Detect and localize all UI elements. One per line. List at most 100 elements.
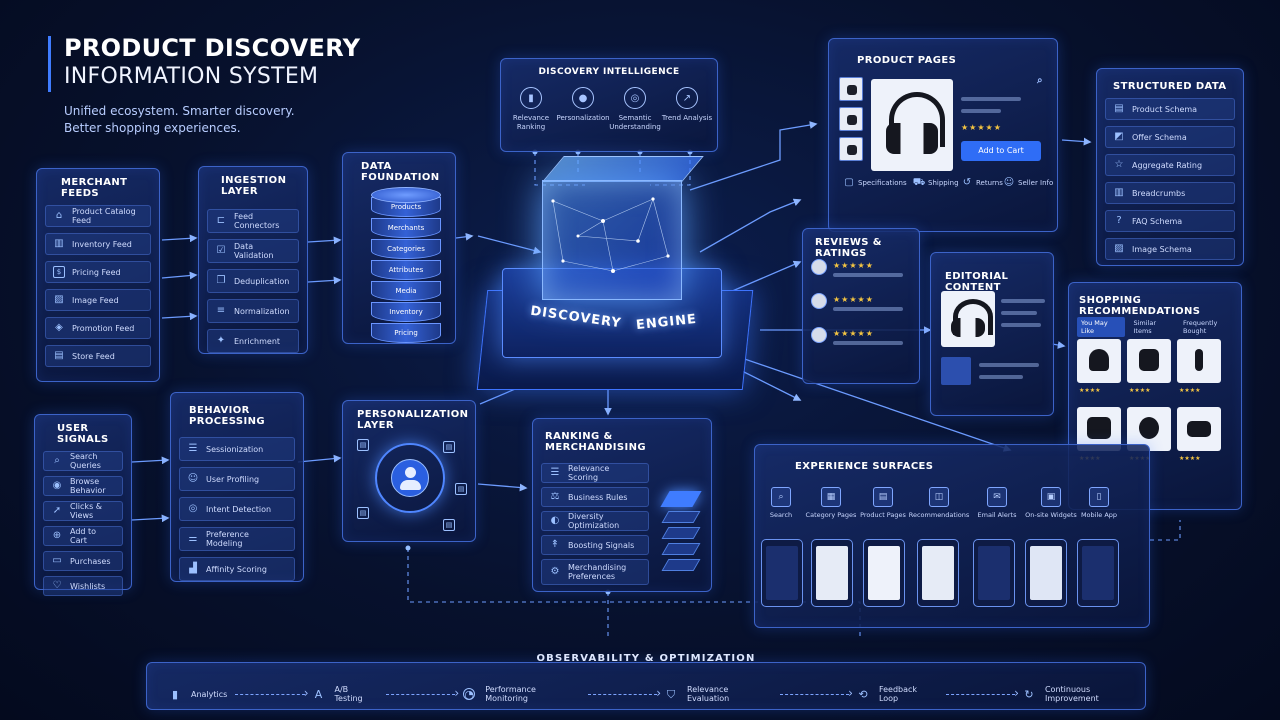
- behavior-item[interactable]: ⚌Preference Modeling: [179, 527, 295, 551]
- avatar-body: [400, 480, 421, 490]
- device-preview: [1025, 539, 1067, 607]
- behavior-item[interactable]: ◎Intent Detection: [179, 497, 295, 521]
- rec-product-tile[interactable]: [1127, 339, 1171, 383]
- cursor-icon: ➚: [52, 505, 62, 516]
- rec-product-tile[interactable]: [1177, 339, 1221, 383]
- ingestion-item[interactable]: ❐Deduplication: [207, 269, 299, 293]
- barcode-icon: ▥: [54, 238, 64, 249]
- ranking-item[interactable]: ☰Relevance Scoring: [541, 463, 649, 483]
- mail-icon: ✉: [987, 487, 1007, 507]
- product-thumbnail[interactable]: [839, 107, 863, 131]
- mobile-icon: ▯: [1089, 487, 1109, 507]
- ingestion-item[interactable]: ☑Data Validation: [207, 239, 299, 263]
- truck-icon: ⛟: [912, 177, 926, 188]
- experience-surfaces-title: EXPERIENCE SURFACES: [795, 461, 934, 472]
- search-icon: ⌕: [54, 455, 60, 466]
- person-icon: ☺: [1003, 177, 1015, 188]
- intel-relevance-ranking[interactable]: ▮Relevance Ranking: [505, 87, 557, 132]
- rec-product-tile[interactable]: [1127, 407, 1171, 451]
- signal-item[interactable]: ⌕Search Queries: [43, 451, 123, 471]
- ingestion-item[interactable]: ≡Normalization: [207, 299, 299, 323]
- ranking-stack-graphic: [660, 491, 705, 577]
- search-icon[interactable]: ⌕: [1037, 75, 1043, 86]
- schema-item[interactable]: ▨Image Schema: [1105, 238, 1235, 260]
- add-to-cart-button[interactable]: Add to Cart: [961, 141, 1041, 161]
- rating-icon: ☆: [1114, 159, 1124, 170]
- intel-trend-analysis[interactable]: ↗Trend Analysis: [661, 87, 713, 132]
- ranking-item[interactable]: ◐Diversity Optimization: [541, 511, 649, 531]
- schema-item[interactable]: ◩Offer Schema: [1105, 126, 1235, 148]
- feed-item[interactable]: ◈Promotion Feed: [45, 317, 151, 339]
- ranking-item[interactable]: ⚙Merchandising Preferences: [541, 559, 649, 585]
- ingestion-item[interactable]: ✦Enrichment: [207, 329, 299, 353]
- ranking-merchandising-title: RANKING & MERCHANDISING: [545, 431, 647, 453]
- flow-arrow: [779, 686, 853, 704]
- earbuds-icon: [1195, 349, 1203, 371]
- schema-item[interactable]: ▥Breadcrumbs: [1105, 182, 1235, 204]
- surface-mobile-app[interactable]: ▯Mobile App: [1073, 487, 1125, 519]
- engine-cube: [542, 180, 682, 300]
- db-segment: Inventory: [371, 302, 441, 322]
- schema-icon: ▤: [1114, 103, 1124, 114]
- surface-email-alerts[interactable]: ✉Email Alerts: [971, 487, 1023, 519]
- intel-personalization[interactable]: ●Personalization: [556, 87, 610, 132]
- text-placeholder: [1001, 311, 1037, 315]
- feed-item[interactable]: ▨Image Feed: [45, 289, 151, 311]
- ranking-item[interactable]: ↟Boosting Signals: [541, 535, 649, 555]
- merchant-feeds-title: MERCHANT FEEDS: [61, 177, 128, 199]
- device-screen: [922, 546, 954, 600]
- tab-frequently-bought[interactable]: Frequently Bought: [1182, 319, 1218, 335]
- schema-item[interactable]: ☆Aggregate Rating: [1105, 154, 1235, 176]
- user-signals-panel: USER SIGNALS ⌕Search Queries ◉Browse Beh…: [34, 414, 132, 596]
- signal-item[interactable]: ⊕Add to Cart: [43, 526, 123, 546]
- product-thumbnail[interactable]: [839, 137, 863, 161]
- behavior-processing-title: BEHAVIOR PROCESSING: [189, 405, 265, 427]
- tab-specifications[interactable]: ▢Specifications: [844, 177, 907, 188]
- stack-layer: [660, 491, 702, 507]
- tab-shipping[interactable]: ⛟Shipping: [912, 177, 959, 188]
- surface-category-pages[interactable]: ▦Category Pages: [805, 487, 857, 519]
- editorial-thumbnail: [941, 357, 971, 385]
- schema-item[interactable]: ?FAQ Schema: [1105, 210, 1235, 232]
- personalization-ring: [375, 443, 445, 513]
- ranking-item[interactable]: ⚖Business Rules: [541, 487, 649, 507]
- schema-item[interactable]: ▤Product Schema: [1105, 98, 1235, 120]
- signal-item[interactable]: ➚Clicks & Views: [43, 501, 123, 521]
- step-analytics[interactable]: ▮Analytics: [169, 688, 227, 700]
- rec-product-tile[interactable]: [1077, 407, 1121, 451]
- tab-similar-items[interactable]: Similar Items: [1133, 319, 1157, 335]
- feed-item[interactable]: $Pricing Feed: [45, 261, 151, 283]
- rec-product-tile[interactable]: [1177, 407, 1221, 451]
- bag-icon: ⌂: [55, 210, 63, 221]
- rec-product-tile[interactable]: [1077, 339, 1121, 383]
- behavior-item[interactable]: ☺User Profiling: [179, 467, 295, 491]
- step-relevance-evaluation[interactable]: ⛉Relevance Evaluation: [666, 685, 730, 703]
- signal-item[interactable]: ♡Wishlists: [43, 576, 123, 596]
- feed-item[interactable]: ▥Inventory Feed: [45, 233, 151, 255]
- tab-seller-info[interactable]: ☺Seller Info: [1003, 177, 1054, 188]
- surface-product-pages[interactable]: ▤Product Pages: [857, 487, 909, 519]
- surface-recommendations[interactable]: ◫Recommendations: [909, 487, 969, 519]
- signal-item[interactable]: ▭Purchases: [43, 551, 123, 571]
- step-feedback-loop[interactable]: ⟲Feedback Loop: [858, 685, 918, 703]
- tab-you-may-like[interactable]: You May Like: [1077, 317, 1126, 337]
- ingestion-item[interactable]: ⊏Feed Connectors: [207, 209, 299, 233]
- product-thumbnail[interactable]: [839, 77, 863, 101]
- recommend-icon: ◫: [929, 487, 949, 507]
- page-title-line-2: INFORMATION SYSTEM: [64, 64, 319, 89]
- feed-item[interactable]: ▤Store Feed: [45, 345, 151, 367]
- signal-item[interactable]: ◉Browse Behavior: [43, 476, 123, 496]
- behavior-item[interactable]: ▟Affinity Scoring: [179, 557, 295, 581]
- rec-stars: ★★★★: [1179, 387, 1201, 394]
- feed-item[interactable]: ⌂Product Catalog Feed: [45, 205, 151, 227]
- settings-icon: ⚙: [550, 566, 560, 577]
- surface-on-site-widgets[interactable]: ▣On-site Widgets: [1025, 487, 1077, 519]
- surface-search[interactable]: ⌕Search: [755, 487, 807, 519]
- step-performance-monitoring[interactable]: ◔Performance Monitoring: [463, 685, 536, 703]
- step-continuous-improvement[interactable]: ↻Continuous Improvement: [1024, 685, 1099, 703]
- tab-returns[interactable]: ↺Returns: [962, 177, 1003, 188]
- doc-icon: ▢: [844, 177, 854, 188]
- behavior-item[interactable]: ☰Sessionization: [179, 437, 295, 461]
- intel-semantic-understanding[interactable]: ◎Semantic Understanding: [609, 87, 661, 132]
